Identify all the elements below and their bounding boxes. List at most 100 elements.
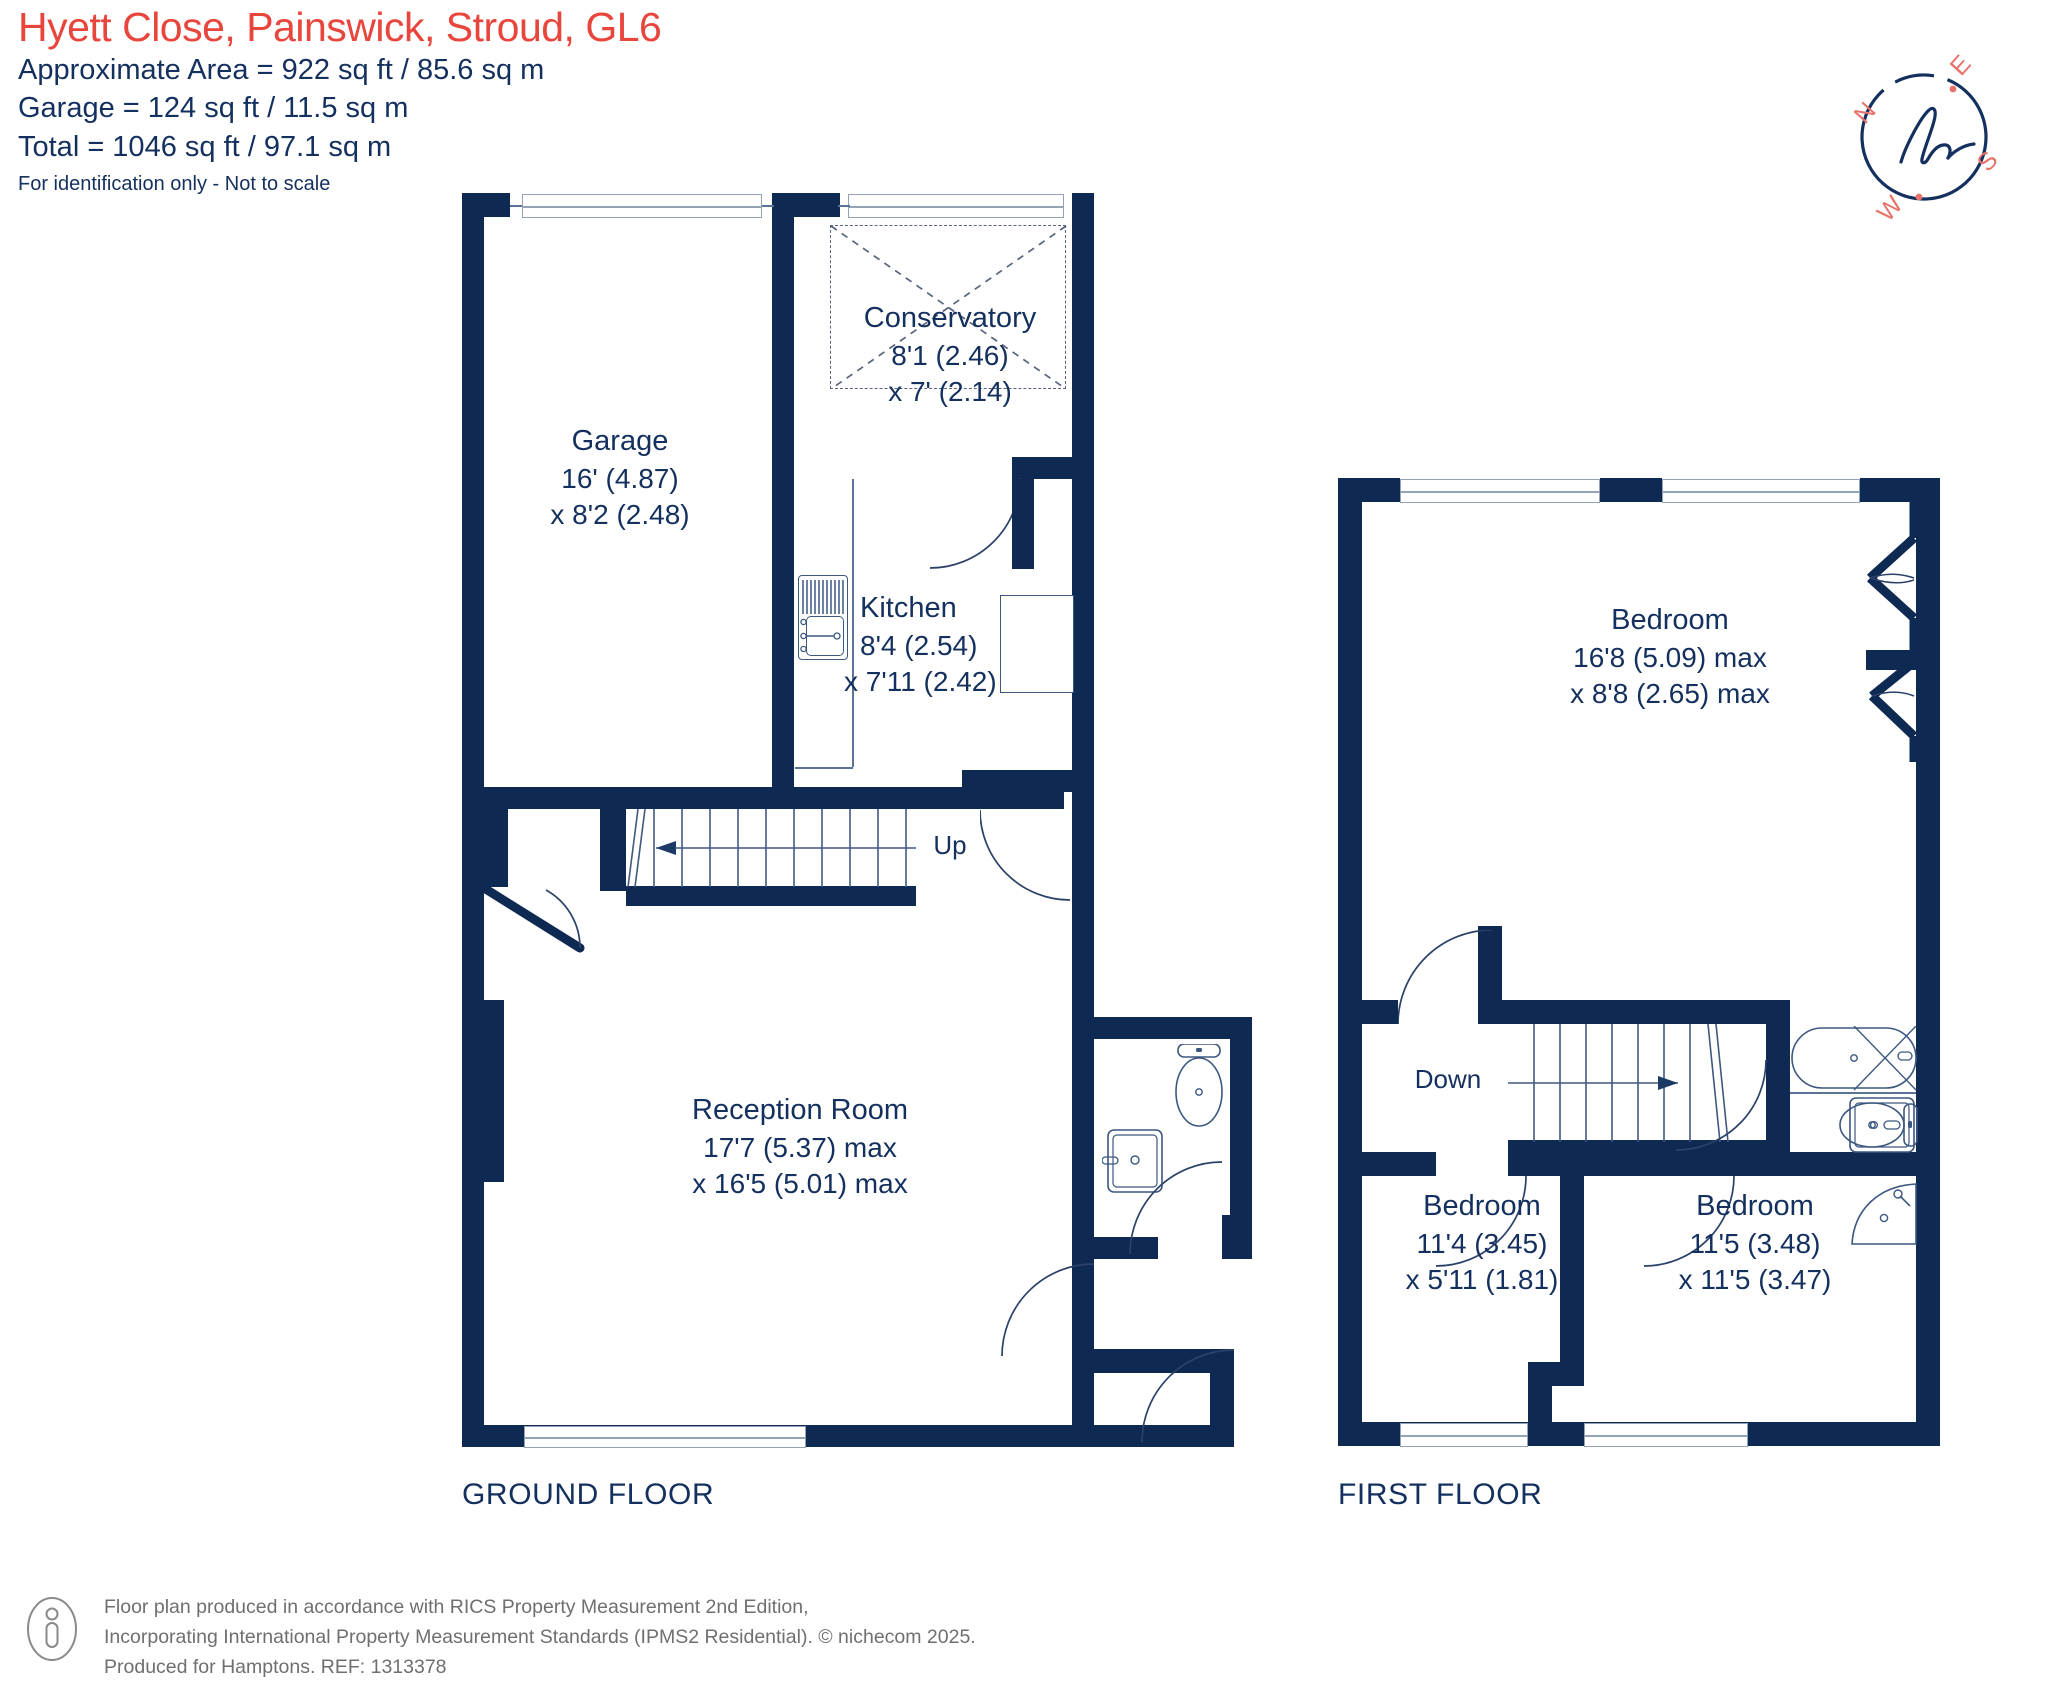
gf-wall-hall-right (1072, 789, 1094, 1017)
ff-wall-master-bottom (1478, 1000, 1766, 1024)
gf-wall-wc-left (1072, 1017, 1094, 1279)
gf-stair-direction-label: Up (920, 829, 980, 863)
gf-understair-door (484, 885, 585, 953)
garage-dim1: 16' (4.87) (561, 462, 679, 494)
footer-line-3: Produced for Hamptons. REF: 1313378 (104, 1656, 447, 1679)
garage-area-line: Garage = 124 sq ft / 11.5 sq m (18, 92, 409, 125)
garage-dim2: x 8'2 (2.48) (550, 499, 690, 531)
disclaimer-text: For identification only - Not to scale (18, 172, 331, 195)
ff-bathroom-door-arc (1676, 1060, 1767, 1151)
gf-understair-jamb-right (600, 809, 626, 891)
gf-wall-hall-top (794, 787, 1064, 809)
ff-wall-bath-bottom (1766, 1152, 1940, 1176)
gf-wall-left-bump (462, 1000, 504, 1182)
gf-hall-door-arc (980, 810, 1071, 901)
reception-dim2: x 16'5 (5.01) max (692, 1168, 908, 1200)
garage-name: Garage (571, 425, 669, 457)
ff-wall-bed23-divider-c (1528, 1362, 1552, 1446)
gf-wall-wc-top (1072, 1017, 1252, 1039)
gf-wall-left-upper (462, 193, 484, 787)
footer-line-1: Floor plan produced in accordance with R… (104, 1596, 809, 1618)
ff-stair-direction-label: Down (1388, 1063, 1508, 1097)
ff-wall-top-left (1338, 478, 1400, 502)
gf-wall-garage-right (772, 193, 794, 787)
bedroom2-dim2: x 5'11 (1.81) (1405, 1264, 1559, 1296)
gf-wall-bottom-right (1094, 1425, 1234, 1447)
gf-understair-jamb-left (484, 809, 508, 887)
conservatory-dim1: 8'1 (2.46) (891, 339, 1009, 371)
ff-wall-bath-left (1766, 1000, 1790, 1024)
compass-rose: N E S W (1838, 45, 2018, 230)
gf-kitchen-counter-line (852, 479, 854, 767)
kitchen-dim2: x 7'11 (2.42) (844, 666, 997, 698)
ff-wall-landing-left (1338, 1000, 1398, 1024)
ground-floor-caption: GROUND FLOOR (462, 1478, 715, 1511)
ff-bedroom3-window (1584, 1423, 1748, 1447)
gf-kitchen-door-jamb (1012, 479, 1034, 569)
ff-room-label-bedroom-master: Bedroom 16'8 (5.09) max x 8'8 (2.65) max (1480, 602, 1860, 712)
gf-kitchen-counter-bottom (795, 767, 853, 769)
ff-bath-tub (1791, 1026, 1917, 1091)
ff-wall-top-mid (1600, 478, 1662, 502)
gf-wall-right-cons (1072, 193, 1094, 457)
ff-wall-bed2-jamb (1414, 1152, 1436, 1174)
ff-bathroom-toilet (1839, 1102, 1918, 1148)
gf-wall-garage-bottom (462, 787, 794, 809)
ff-wall-bed23-divider (1560, 1152, 1584, 1362)
gf-wall-porch-left (1072, 1259, 1094, 1371)
bedroom1-dim1: 16'8 (5.09) max (1573, 641, 1767, 673)
ff-stairs (1508, 1024, 1729, 1143)
gf-kitchen-door-arc (930, 478, 1021, 569)
bedroom2-name: Bedroom (1423, 1190, 1541, 1222)
gf-wall-wc-bot-l (1072, 1237, 1158, 1259)
gf-room-label-conservatory: Conservatory 8'1 (2.46) x 7' (2.14) (800, 300, 1100, 410)
ff-stair-block (1508, 1140, 1766, 1154)
bedroom3-dim1: 11'5 (3.48) (1689, 1227, 1821, 1259)
bedroom1-name: Bedroom (1611, 604, 1729, 636)
conservatory-name: Conservatory (863, 302, 1037, 334)
bedroom3-dim2: x 11'5 (3.47) (1678, 1264, 1832, 1296)
ff-wall-master-jamb (1478, 926, 1502, 1000)
gf-up-label: Up (933, 830, 967, 860)
gf-stairs (627, 809, 916, 888)
gf-front-door-arc (1141, 1349, 1235, 1443)
ff-room-label-bedroom-3: Bedroom 11'5 (3.48) x 11'5 (3.47) (1610, 1188, 1900, 1298)
ff-bedroom1-window-left (1400, 479, 1600, 503)
kitchen-dim1: 8'4 (2.54) (860, 629, 978, 661)
gf-garage-door-tick-r (762, 205, 774, 207)
page-title: Hyett Close, Painswick, Stroud, GL6 (18, 4, 662, 50)
gf-garage-door-tick-l (510, 205, 522, 207)
reception-name: Reception Room (692, 1094, 908, 1126)
reception-dim1: 17'7 (5.37) max (703, 1131, 897, 1163)
ff-master-door-arc (1398, 930, 1493, 1025)
total-area-line: Total = 1046 sq ft / 97.1 sq m (18, 130, 392, 163)
ff-down-label: Down (1414, 1064, 1482, 1094)
ff-room-label-bedroom-2: Bedroom 11'4 (3.45) x 5'11 (1.81) (1352, 1188, 1612, 1298)
footer-block: Floor plan produced in accordance with R… (26, 1592, 1226, 1683)
bedroom1-dim2: x 8'8 (2.65) max (1570, 678, 1770, 710)
gf-room-label-kitchen: Kitchen 8'4 (2.54) x 7'11 (2.42) (844, 590, 1110, 700)
first-floor-caption: FIRST FLOOR (1338, 1478, 1543, 1511)
ff-bedroom2-door-arc (1436, 1176, 1527, 1267)
approx-area-line: Approximate Area = 922 sq ft / 85.6 sq m (18, 54, 545, 87)
gf-conservatory-roof-diagonals (830, 225, 1067, 390)
gf-conservatory-window (848, 194, 1064, 218)
footer-line-2: Incorporating International Property Mea… (104, 1626, 976, 1649)
person-info-icon (27, 1597, 77, 1661)
ff-wall-right (1916, 478, 1940, 1446)
gf-wc-toilet (1175, 1044, 1223, 1127)
gf-wall-top-garage (462, 193, 510, 217)
gf-wall-kit-bot (962, 770, 1094, 792)
ff-bedroom2-window (1400, 1423, 1528, 1447)
ff-wall-bath-divider (1766, 1024, 1790, 1152)
gf-stair-bottom (626, 886, 916, 906)
ff-wardrobe-bifold-upper (1866, 500, 1918, 650)
bedroom3-name: Bedroom (1696, 1190, 1814, 1222)
gf-wall-porch-step (1072, 1349, 1232, 1373)
conservatory-dim2: x 7' (2.14) (888, 376, 1012, 408)
bedroom2-dim1: 11'4 (3.45) (1416, 1227, 1548, 1259)
gf-kitchen-worktop-right (1000, 595, 1074, 693)
ff-wall-left (1338, 478, 1362, 1446)
kitchen-name: Kitchen (860, 592, 957, 624)
